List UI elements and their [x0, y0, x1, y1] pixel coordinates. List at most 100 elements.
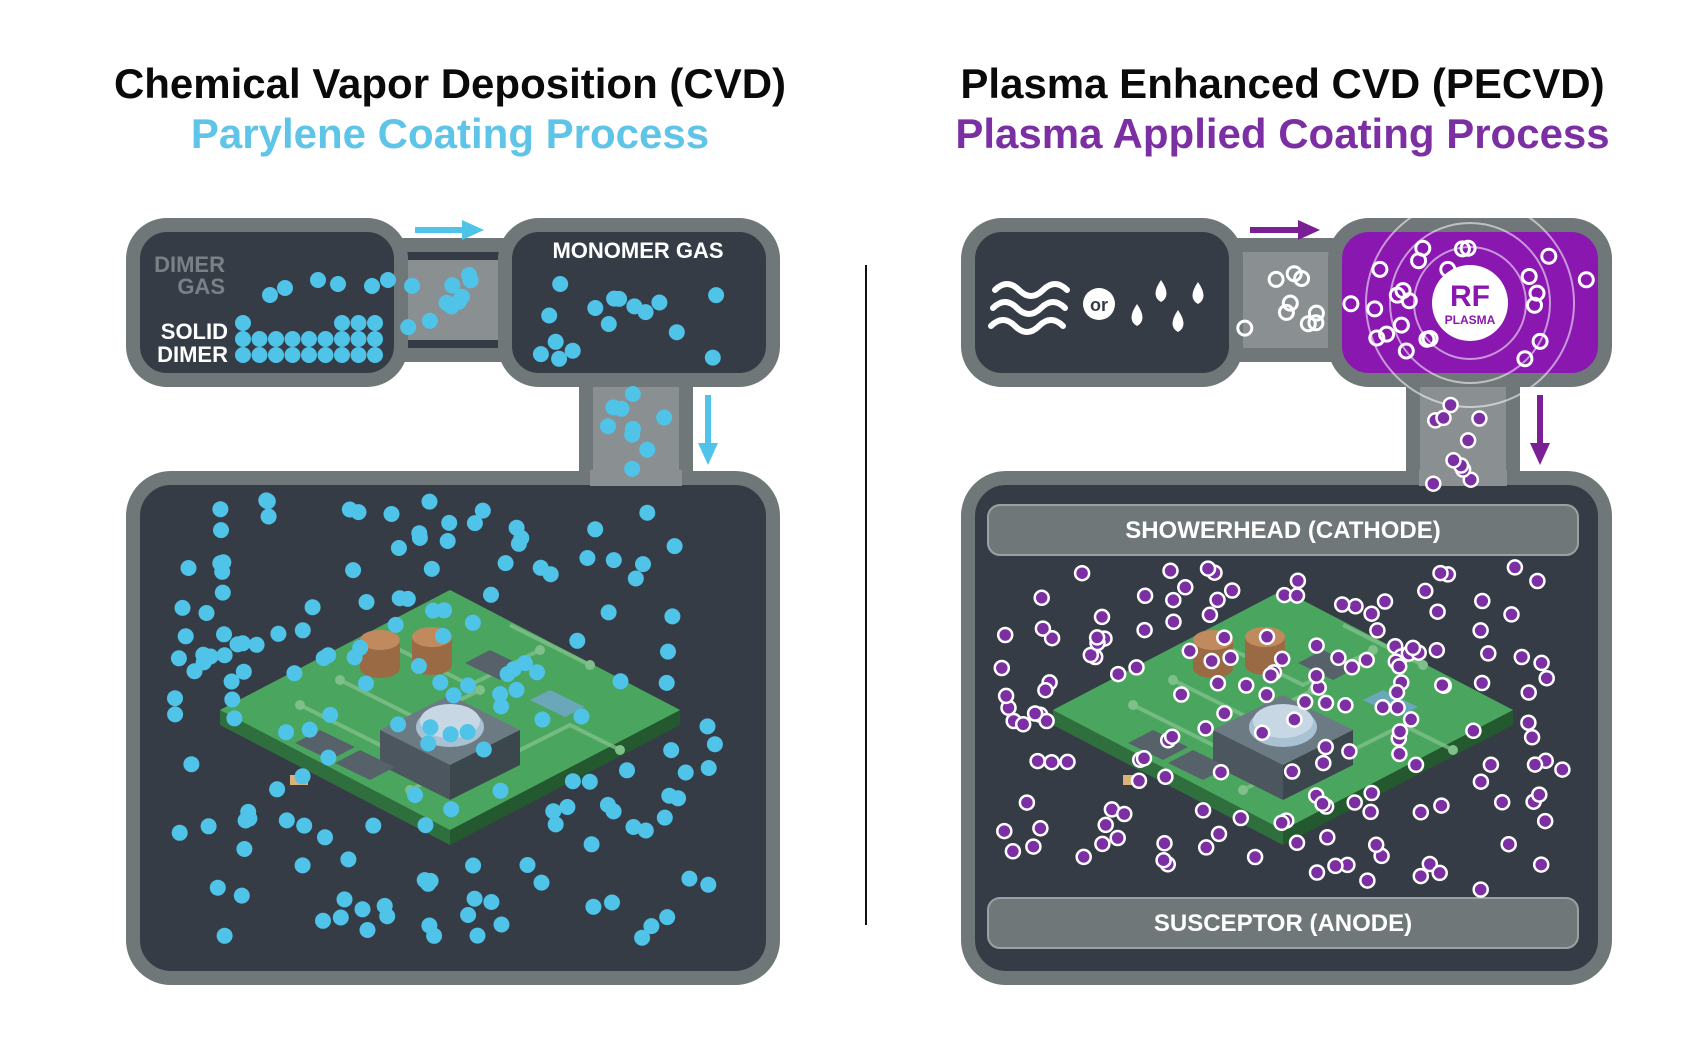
particle [1004, 843, 1022, 860]
particle [551, 350, 568, 367]
particle [1163, 728, 1181, 745]
particle [1296, 693, 1314, 711]
particle [301, 721, 318, 738]
particle [1434, 676, 1451, 694]
particle [1315, 754, 1332, 772]
particle [1363, 605, 1380, 622]
particle [1369, 622, 1386, 639]
particle [390, 716, 407, 733]
plasma-label: PLASMA [1445, 313, 1496, 327]
particle [336, 891, 353, 908]
particle [1347, 598, 1364, 615]
cvd-particles [167, 267, 725, 946]
particle [1155, 851, 1172, 869]
pecvd-arrow-down-icon [1530, 395, 1550, 465]
particle [223, 673, 240, 690]
particle [996, 822, 1013, 840]
particle [1258, 628, 1276, 646]
particle [483, 586, 499, 603]
particle [1181, 642, 1199, 660]
particle [585, 898, 602, 915]
particle [612, 673, 629, 690]
particle [441, 514, 458, 531]
particle [465, 857, 482, 874]
particle [1307, 314, 1325, 332]
particle [1194, 802, 1212, 819]
dimer-chamber [126, 218, 408, 387]
particle [1516, 350, 1534, 368]
particle [508, 519, 525, 536]
particle [600, 316, 617, 332]
particle [1253, 724, 1271, 742]
particle [438, 294, 455, 311]
particle [547, 333, 564, 350]
particle [1473, 674, 1491, 692]
particle [268, 331, 284, 347]
particle [301, 331, 317, 347]
particle [1109, 829, 1126, 847]
particle [600, 418, 616, 435]
particle [564, 342, 581, 359]
particle [605, 552, 622, 569]
particle [1162, 562, 1179, 580]
particle [1026, 705, 1044, 722]
pecvd-subtitle: Plasma Applied Coating Process [955, 110, 1610, 157]
particle [1018, 794, 1036, 811]
particle [277, 280, 293, 296]
particle [1314, 795, 1331, 813]
particle [224, 691, 241, 708]
particle [600, 604, 617, 621]
particle [656, 409, 673, 426]
particle [1135, 750, 1153, 767]
particle [587, 521, 604, 538]
particle [1043, 629, 1061, 647]
dimer-gas-label-2: GAS [177, 274, 225, 299]
particle [1376, 593, 1394, 610]
particle [547, 816, 564, 833]
particle [474, 502, 491, 519]
particle [627, 570, 644, 587]
particle [635, 556, 651, 573]
particle [700, 876, 717, 893]
particle [1308, 637, 1325, 654]
particle [1341, 743, 1358, 760]
particle [1156, 835, 1173, 852]
liquid-droplets-icon [1131, 280, 1204, 332]
particle [1128, 659, 1145, 676]
particle [1425, 475, 1442, 492]
particle [420, 735, 437, 752]
particle [1136, 587, 1154, 605]
particle [1480, 645, 1497, 662]
particle [1439, 260, 1457, 278]
particle [660, 643, 676, 660]
particle [1435, 409, 1452, 427]
particle [1032, 820, 1049, 837]
particle [1493, 794, 1511, 811]
particle [233, 887, 250, 904]
particle [1533, 654, 1550, 672]
particle [200, 818, 217, 835]
particle [1212, 763, 1230, 781]
particle [1232, 809, 1250, 827]
particle [573, 708, 590, 725]
particle [704, 349, 721, 366]
particle [1465, 722, 1482, 740]
particle [1199, 560, 1217, 577]
particle [1073, 564, 1091, 582]
particle [1236, 319, 1254, 337]
particle [699, 718, 716, 735]
particle [996, 626, 1014, 644]
particle [1203, 652, 1220, 670]
particle [993, 659, 1011, 677]
particle [183, 756, 200, 773]
particle [545, 803, 562, 820]
pecvd-title: Plasma Enhanced CVD (PECVD) [960, 60, 1605, 107]
or-badge [1083, 288, 1115, 320]
particle [269, 781, 286, 798]
particle [1374, 699, 1391, 716]
particle [284, 331, 301, 347]
particle [436, 602, 453, 619]
particle [1116, 805, 1133, 823]
particle [1223, 582, 1241, 599]
